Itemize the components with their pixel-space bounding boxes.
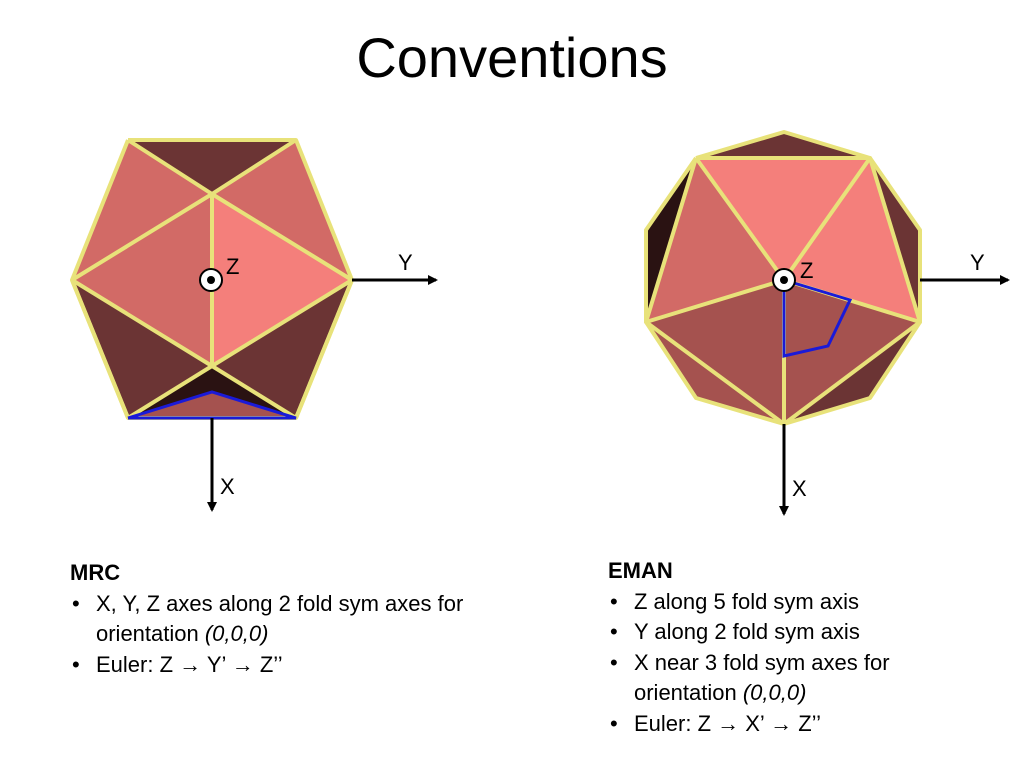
- mrc-bullet-list: •X, Y, Z axes along 2 fold sym axes for …: [70, 589, 470, 681]
- eman-notes: EMAN •Z along 5 fold sym axis •Y along 2…: [608, 556, 988, 739]
- eman-face: [696, 132, 870, 158]
- eman-heading: EMAN: [608, 558, 673, 583]
- eman-icosahedron: [644, 130, 922, 426]
- mrc-icosahedron: [70, 138, 354, 420]
- eman-face: [646, 158, 784, 322]
- eman-asymmetric-unit-outline: [782, 278, 853, 358]
- eman-face: [784, 280, 920, 424]
- mrc-notes: MRC •X, Y, Z axes along 2 fold sym axes …: [70, 558, 470, 680]
- eman-face: [784, 158, 920, 322]
- list-item: •X, Y, Z axes along 2 fold sym axes for …: [72, 590, 464, 647]
- mrc-x-label: X: [220, 474, 235, 499]
- eman-face: [696, 158, 870, 280]
- mrc-heading: MRC: [70, 560, 121, 585]
- mrc-z-label: Z: [226, 254, 239, 279]
- list-item: •Y along 2 fold sym axis: [610, 619, 860, 644]
- eman-x-label: X: [792, 476, 807, 501]
- eman-axes: Z Y X: [772, 250, 1010, 516]
- eman-bullet-list: •Z along 5 fold sym axis •Y along 2 fold…: [608, 587, 988, 740]
- mrc-face: [128, 140, 296, 194]
- mrc-y-label: Y: [398, 250, 413, 275]
- list-item: •Z along 5 fold sym axis: [610, 588, 859, 614]
- eman-edges: [644, 130, 922, 426]
- mrc-face: [212, 140, 352, 280]
- eman-y-label: Y: [970, 250, 985, 275]
- list-item: •Euler: Z → Y’ → Z’’: [72, 651, 283, 677]
- mrc-face: [72, 194, 212, 366]
- slide-title: Conventions: [356, 26, 668, 89]
- list-item: •X near 3 fold sym axes for orientation …: [610, 649, 890, 706]
- mrc-face: [72, 140, 212, 280]
- mrc-axes: Z Y X: [199, 250, 438, 512]
- list-item: •Euler: Z → X’ → Z’’: [610, 710, 822, 736]
- mrc-face: [212, 194, 352, 366]
- mrc-face: [128, 392, 296, 418]
- eman-face: [646, 280, 784, 424]
- mrc-face: [212, 280, 352, 418]
- eman-z-label: Z: [800, 258, 813, 283]
- mrc-face: [72, 280, 212, 418]
